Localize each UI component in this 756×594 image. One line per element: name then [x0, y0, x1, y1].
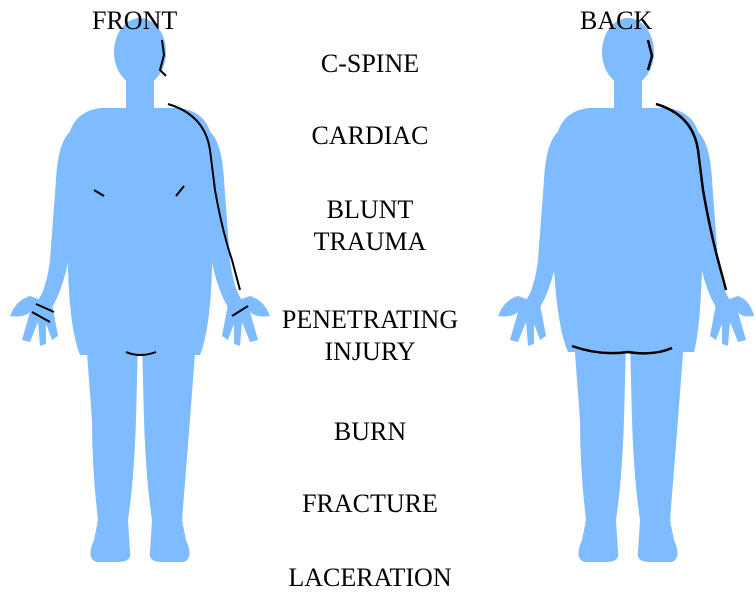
category-blunt-trauma[interactable]: BLUNT TRAUMA: [260, 194, 480, 258]
front-body-silhouette: [10, 18, 270, 562]
category-penetrating-injury[interactable]: PENETRATING INJURY: [260, 304, 480, 368]
front-body-figure[interactable]: [0, 0, 270, 591]
category-burn[interactable]: BURN: [260, 416, 480, 448]
front-view-label: FRONT: [92, 6, 177, 36]
injury-category-list: C-SPINE CARDIAC BLUNT TRAUMA PENETRATING…: [260, 0, 480, 591]
category-cardiac[interactable]: CARDIAC: [260, 120, 480, 152]
back-body-figure[interactable]: [488, 0, 756, 591]
category-laceration[interactable]: LACERATION: [260, 562, 480, 594]
back-body-silhouette: [498, 18, 754, 562]
category-fracture[interactable]: FRACTURE: [260, 488, 480, 520]
back-view-label: BACK: [580, 6, 652, 36]
category-c-spine[interactable]: C-SPINE: [260, 48, 480, 80]
